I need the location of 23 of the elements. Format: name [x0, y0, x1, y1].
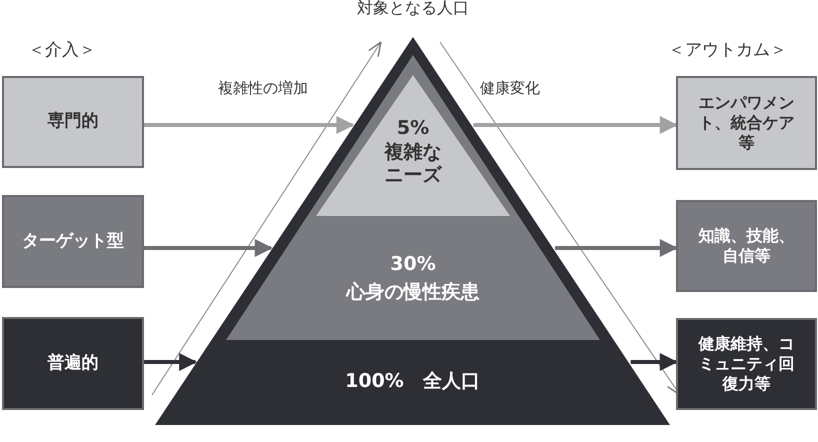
- outcome-box: 健康維持、コミュニティ回復力等: [676, 318, 817, 410]
- layer-label: 30%: [389, 253, 437, 276]
- arrow: [144, 239, 273, 257]
- layer-label: 心身の慢性疾患: [344, 281, 480, 304]
- column-heading: ＜介入＞: [28, 39, 96, 61]
- direction-label: 複雑性の増加: [218, 79, 308, 98]
- intervention-box: 普遍的: [2, 317, 144, 410]
- arrow: [555, 239, 678, 257]
- layer-label: 100% 全人口: [344, 370, 481, 393]
- direction-label: 健康変化: [480, 79, 540, 98]
- layer-label: 5%: [396, 117, 430, 140]
- arrow: [144, 353, 198, 371]
- intervention-box: 専門的: [2, 76, 144, 168]
- outcome-box: エンパワメント、統合ケア等: [676, 76, 817, 170]
- layer-label: 複雑なニーズ: [383, 141, 443, 187]
- pyramid-layer: [155, 37, 670, 425]
- pyramid-layer: [316, 75, 510, 216]
- outcome-box: 知識、技能、自信等: [676, 200, 817, 292]
- column-heading: ＜アウトカム＞: [668, 39, 787, 61]
- arrow: [630, 353, 678, 371]
- intervention-box: ターゲット型: [2, 195, 144, 288]
- arrow: [144, 116, 354, 134]
- arrow: [473, 116, 678, 134]
